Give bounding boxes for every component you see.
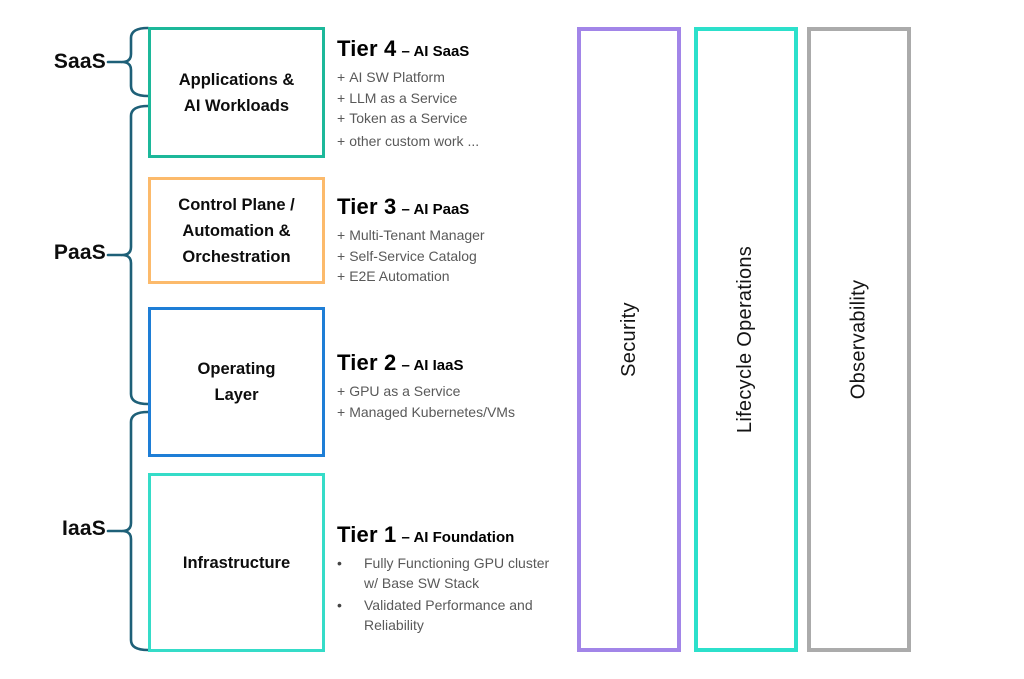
item-text: Multi-Tenant Manager — [349, 227, 485, 243]
pillar-label-security: Security — [617, 302, 640, 377]
tier-item: +GPU as a Service — [337, 381, 579, 402]
item-text: Self-Service Catalog — [349, 247, 477, 264]
tier-item: +Self-Service Catalog — [337, 246, 579, 267]
layer-box-label: Infrastructure — [182, 553, 291, 572]
item-bullet: + — [337, 110, 346, 126]
pillar-label-observability: Observability — [847, 279, 870, 400]
tier-title-small: – AI PaaS — [401, 201, 470, 218]
layer-box-label: Applications & — [178, 70, 295, 89]
item-bullet: + — [337, 89, 346, 106]
tier-2-title: Tier 2– AI IaaS — [337, 350, 579, 376]
item-text: AI SW Platform — [349, 69, 445, 85]
item-text: Managed Kubernetes/VMs — [349, 403, 515, 420]
layer-box-operating-layer: Operating Layer — [148, 307, 325, 457]
tier-3-title: Tier 3– AI PaaS — [337, 194, 579, 220]
item-bullet: • — [337, 597, 342, 613]
tier-title-big: Tier 1 — [337, 522, 397, 547]
brace-paas — [120, 104, 150, 406]
tier-item: +Managed Kubernetes/VMs — [337, 402, 579, 423]
item-bullet: + — [337, 247, 346, 264]
layer-box-label: Orchestration — [182, 247, 291, 266]
tier-item: +LLM as a Service — [337, 88, 579, 109]
tier-title-small: – AI SaaS — [401, 43, 470, 60]
tier-item: • Validated Performance and Reliability — [337, 595, 579, 635]
tier-3-block: Tier 3– AI PaaS +Multi-Tenant Manager +S… — [337, 194, 579, 287]
brace-overlay — [106, 26, 150, 652]
pillar-label-lifecycle-operations: Lifecycle Operations — [734, 245, 757, 434]
pillar-lifecycle-operations: Lifecycle Operations — [694, 27, 798, 652]
item-text: Validated Performance and Reliability — [364, 597, 533, 633]
item-text: Fully Functioning GPU cluster w/ Base SW… — [364, 555, 550, 591]
item-bullet: • — [337, 555, 342, 571]
tier-title-small: – AI IaaS — [401, 357, 464, 374]
layer-box-label: Control Plane / — [178, 195, 295, 214]
item-bullet: + — [337, 132, 346, 149]
item-bullet: + — [337, 69, 346, 85]
tier-4-block: Tier 4– AI SaaS +AI SW Platform +LLM as … — [337, 36, 579, 151]
item-bullet: + — [337, 383, 346, 399]
item-text: E2E Automation — [349, 268, 450, 284]
tier-item: • Fully Functioning GPU cluster w/ Base … — [337, 553, 579, 593]
pillar-observability: Observability — [807, 27, 911, 652]
tier-4-title: Tier 4– AI SaaS — [337, 36, 579, 62]
tier-title-big: Tier 3 — [337, 194, 397, 219]
brace-saas — [120, 26, 150, 98]
layer-box-label: Automation & — [182, 221, 291, 240]
tier-2-block: Tier 2– AI IaaS +GPU as a Service +Manag… — [337, 350, 579, 422]
tier-1-title: Tier 1– AI Foundation — [337, 522, 579, 548]
item-bullet: + — [337, 227, 346, 243]
tier-item: +E2E Automation — [337, 266, 579, 287]
tier-title-big: Tier 2 — [337, 350, 397, 375]
tier-item: +AI SW Platform — [337, 67, 579, 88]
side-label-iaas: IaaS — [62, 517, 106, 540]
layer-box-label: AI Workloads — [183, 96, 290, 115]
item-text: GPU as a Service — [349, 383, 461, 399]
pillar-security: Security — [577, 27, 681, 652]
tier-item: +other custom work ... — [337, 131, 579, 152]
tier-item: +Token as a Service — [337, 108, 579, 129]
side-label-paas: PaaS — [53, 241, 106, 264]
item-text: other custom work ... — [349, 132, 480, 149]
layer-box-label: Layer — [214, 386, 259, 404]
tier-item: +Multi-Tenant Manager — [337, 225, 579, 246]
item-bullet: + — [337, 268, 346, 284]
layer-box-label: Operating — [197, 360, 276, 378]
item-text: Token as a Service — [349, 110, 468, 126]
tier-title-big: Tier 4 — [337, 36, 397, 61]
layer-box-applications-ai-workloads: Applications & AI Workloads — [148, 27, 325, 158]
tier-title-small: – AI Foundation — [401, 529, 515, 546]
brace-iaas — [120, 410, 150, 652]
item-bullet: + — [337, 403, 346, 420]
tier-1-block: Tier 1– AI Foundation • Fully Functionin… — [337, 522, 579, 637]
layer-box-infrastructure: Infrastructure — [148, 473, 325, 652]
side-label-saas: SaaS — [53, 50, 106, 73]
layer-box-control-plane: Control Plane / Automation & Orchestrati… — [148, 177, 325, 284]
item-text: LLM as a Service — [349, 89, 458, 106]
